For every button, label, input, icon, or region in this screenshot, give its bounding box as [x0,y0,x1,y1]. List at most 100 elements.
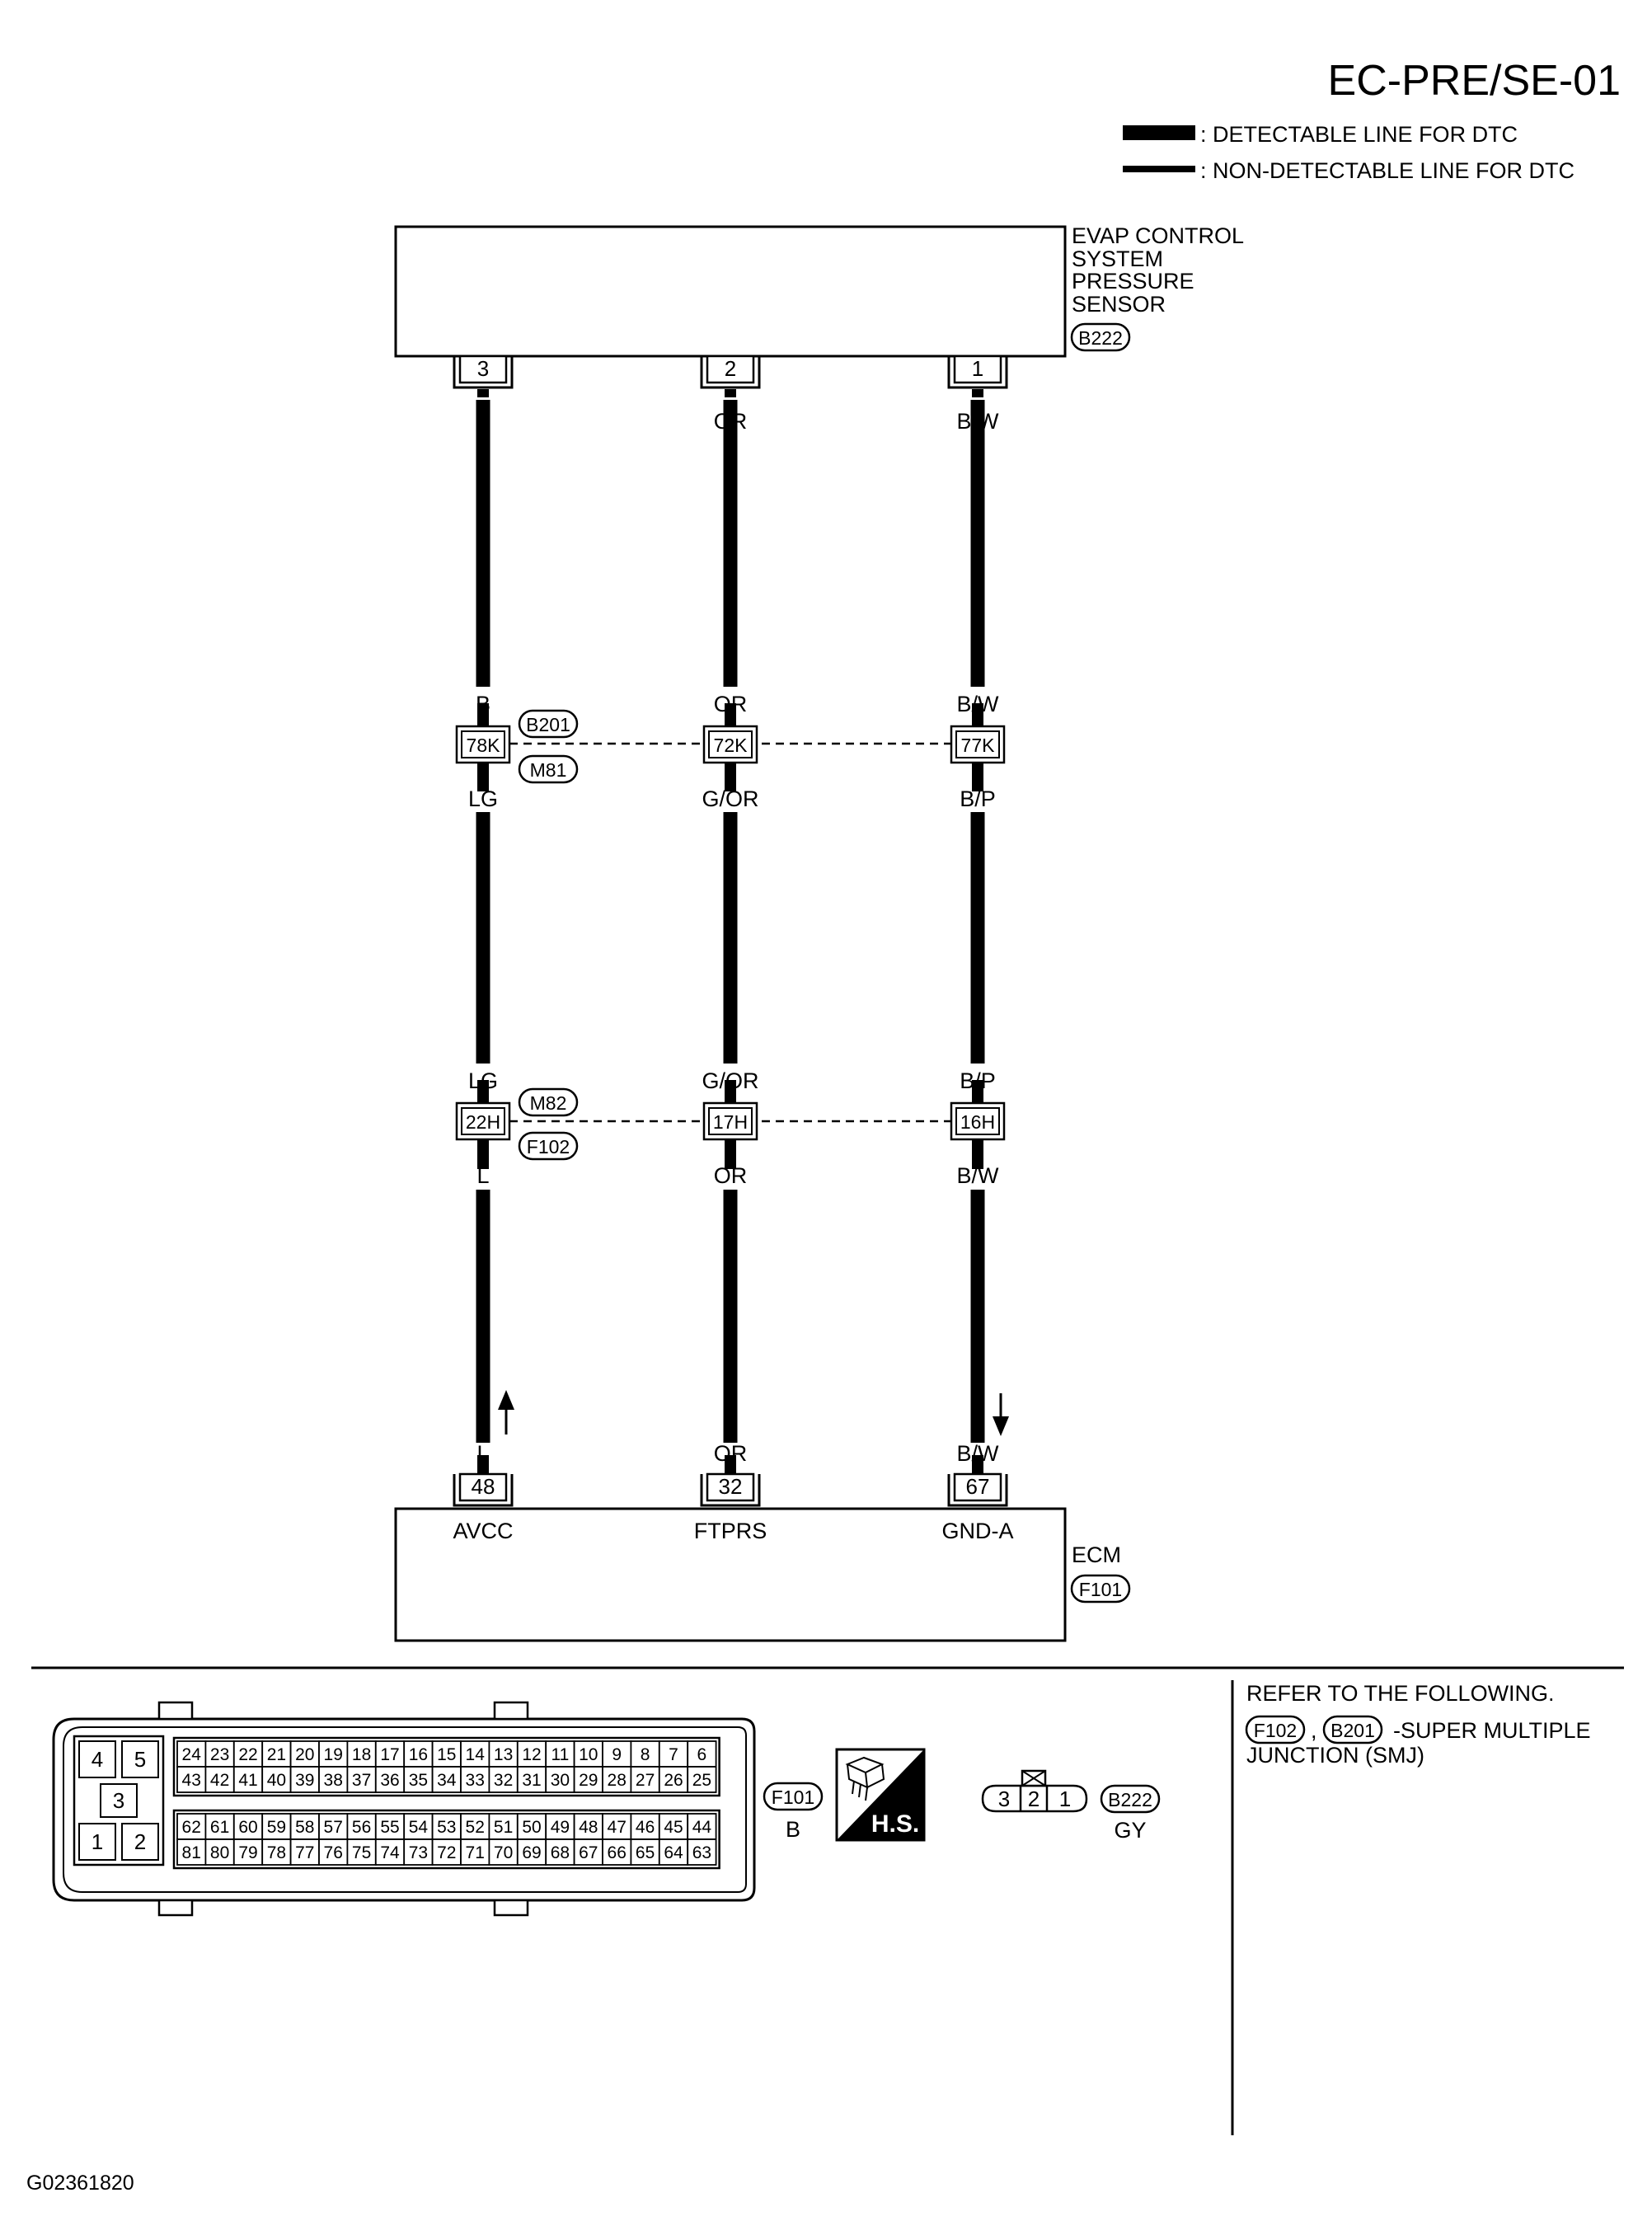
ecm-connector-pin-label: 74 [380,1843,400,1862]
sensor-pin[interactable] [953,355,1002,384]
ecm-connector-latch-top-right [493,1701,529,1721]
junction2-pin-label: 22H [466,1111,500,1133]
sensor-pin-label: 2 [725,356,736,381]
ecm-connector-pin-label: 63 [692,1843,711,1862]
ecm-connector-pin-label: 40 [267,1771,286,1790]
ecm-connector-pin [516,1813,547,1840]
ecm-connector-pin-label: 64 [664,1843,683,1862]
ecm-connector-pin-label: 14 [466,1745,486,1764]
sensor-connector-view: 3 2 1 [981,1769,1088,1813]
ecm-connector-pin-label: 65 [636,1843,655,1862]
ecm-box[interactable] [394,1507,1067,1642]
ecm-connector-pin-label: 70 [494,1843,513,1862]
ecm-connector-pin [121,1823,159,1861]
sensor-name-line-1: EVAP CONTROL [1072,223,1244,248]
ecm-connector-pin-label: 32 [494,1771,513,1790]
legend-thin-line [1123,166,1195,172]
ecm-connector-pin-label: 3 [113,1788,124,1813]
notes-ref-badge-1 [1245,1715,1306,1744]
ecm-connector-pin-label: 59 [267,1818,286,1837]
ecm-connector-pin-label: 35 [409,1771,428,1790]
ecm-connector-pin-label: 16 [409,1745,428,1764]
ecm-connector-outline-inner [63,1726,747,1893]
ecm-connector-pin-label: 33 [466,1771,485,1790]
ecm-connector-pin-label: 54 [409,1818,429,1837]
ecm-connector-pin-label: 73 [409,1843,428,1862]
ecm-pin[interactable] [706,1472,755,1502]
ecm-connector-pin-label: 58 [295,1818,314,1837]
ecm-connector-outline-outer [52,1717,756,1902]
ecm-connector-pin-label: 36 [380,1771,399,1790]
ecm-name: ECM [1072,1542,1121,1567]
legend-thick-label: : DETECTABLE LINE FOR DTC [1200,122,1518,147]
wire-color-label: OR [714,409,748,434]
ecm-connector-pin-label: 42 [210,1771,229,1790]
sensor-name-line-4: SENSOR [1072,292,1166,317]
ecm-connector-pin-label: 11 [551,1745,569,1764]
ecm-connector-badge [1070,1574,1131,1604]
wire-color-label: B [476,409,490,434]
ecm-connector-pin [602,1838,632,1866]
ecm-connector-pin-label: 8 [641,1745,650,1764]
ecm-connector-pin [261,1740,292,1768]
ecm-connector-pin-label: 56 [352,1818,371,1837]
ecm-connector-pin [232,1838,264,1866]
junction1-connector-top-badge [518,709,579,739]
junction1-pin-label: 72K [714,735,749,756]
ecm-connector-pin-label: 12 [522,1745,541,1764]
harness-side-symbol: H.S. [835,1748,926,1842]
ecm-connector-pin-label: 79 [238,1843,257,1862]
ecm-connector-pin-label: 17 [380,1745,399,1764]
ecm-connector-pin-label: 67 [579,1843,598,1862]
ecm-connector-pin-label: 20 [295,1745,314,1764]
ecm-connector-pin-label: 24 [182,1745,202,1764]
ecm-view-connector-badge [763,1782,824,1811]
ecm-connector-pin-label: 76 [324,1843,343,1862]
ecm-connector-pin-label: 31 [522,1771,541,1790]
ecm-connector-latch-bottom-left [157,1899,194,1917]
ecm-pin-label: 32 [719,1474,743,1499]
junction2-pin-label: 17H [713,1111,748,1133]
sensor-box[interactable] [394,225,1067,358]
junction2-connector-top-badge [518,1087,579,1117]
ecm-connector-pin [318,1813,349,1840]
circuit-columns: 34878K22HBBLGLGLLAVCC23272K17HORORG/ORG/… [453,355,1014,1543]
ecm-connector-pin-label: 53 [437,1818,456,1837]
ecm-connector-pin-label: 71 [466,1843,485,1862]
junction1-connector-bottom-label: M81 [530,759,567,781]
ecm-connector-pin [374,1740,406,1768]
notes-ref-label-2: B201 [1331,1720,1375,1741]
ecm-connector-pin-label: 78 [267,1843,286,1862]
wire-color-label: B/W [957,1441,1000,1466]
sensor-connector-label: B222 [1078,327,1123,349]
ecm-connector-pin-label: 61 [210,1818,229,1837]
ecm-signal-name: FTPRS [694,1519,767,1543]
harness-side-label: H.S. [871,1810,919,1838]
ecm-connector-pin-label: 4 [92,1747,103,1772]
junction1-pin-label: 78K [467,735,501,756]
notes-ref-desc: -SUPER MULTIPLE [1393,1718,1591,1743]
ecm-connector-pin-label: 52 [466,1818,485,1837]
sensor-pin[interactable] [706,355,755,384]
ecm-connector-pin [204,1740,235,1768]
ecm-view-connector-color: B [786,1817,800,1842]
ecm-pin[interactable] [953,1472,1002,1502]
ecm-pin[interactable] [458,1472,508,1502]
ecm-connector-pin-label: 57 [324,1818,343,1837]
ecm-connector-pin-label: 10 [579,1745,598,1764]
junction2-connector-top-label: M82 [530,1092,567,1114]
ecm-connector-pin-label: 2 [134,1829,146,1854]
ecm-connector-pin [573,1766,603,1793]
ecm-connector-pin [374,1838,406,1866]
sensor-view-connector-label: B222 [1108,1789,1152,1810]
ecm-connector-pin [403,1766,434,1793]
ecm-connector-pin [100,1783,138,1818]
ecm-connector-pin-label: 5 [134,1747,146,1772]
sensor-pin[interactable] [458,355,508,384]
ecm-connector-pin [687,1766,717,1793]
wire-color-label: L [476,1163,489,1188]
ecm-connector-pin [261,1766,292,1793]
